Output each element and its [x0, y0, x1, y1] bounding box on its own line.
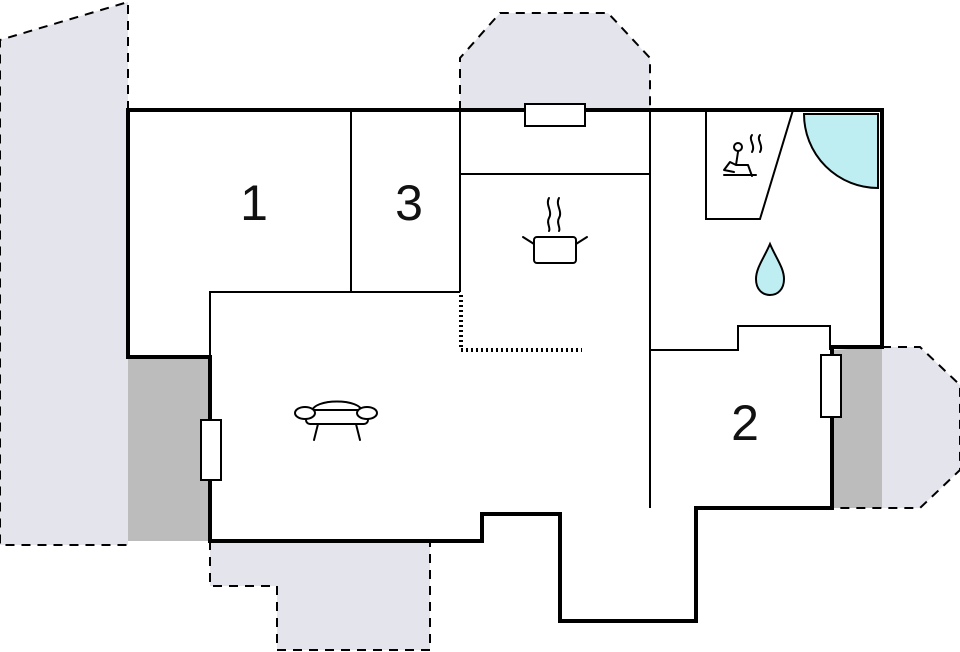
armchair-icon	[294, 400, 378, 441]
terrace-left	[0, 2, 128, 545]
kitchen-counter	[459, 295, 582, 352]
outer-wall	[126, 108, 884, 623]
interior-walls	[209, 109, 831, 508]
window-left	[200, 419, 222, 481]
window-top	[524, 103, 586, 127]
window-right	[820, 354, 842, 418]
covered-area-left	[128, 357, 210, 541]
cooking-pot-icon	[522, 197, 588, 264]
room-label-2: 2	[731, 395, 759, 451]
covered-area-right	[832, 347, 882, 508]
room-label-1: 1	[240, 175, 268, 231]
terrace-right	[882, 347, 960, 508]
sauna-icon	[723, 134, 763, 177]
water-drop-icon	[754, 241, 786, 297]
shower-tray-icon	[802, 113, 879, 190]
room-label-3: 3	[395, 175, 423, 231]
terrace-bottom	[210, 541, 430, 650]
terrace-top	[460, 13, 650, 110]
covered-areas	[128, 347, 882, 541]
